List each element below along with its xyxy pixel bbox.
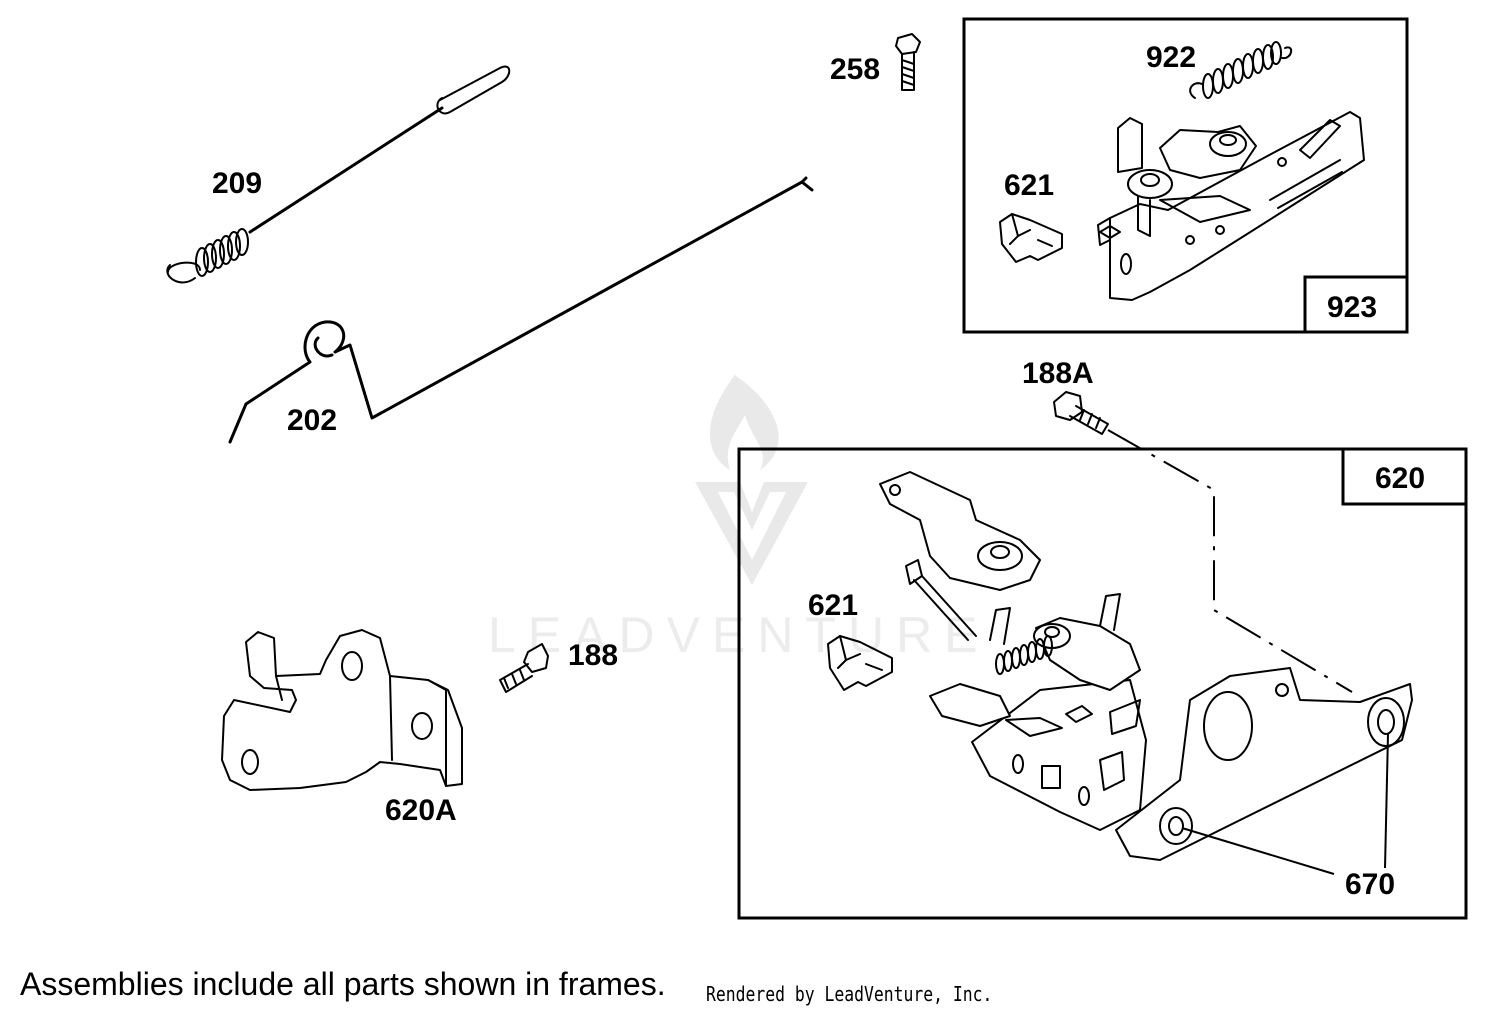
callout-209: 209	[212, 167, 262, 200]
part-620A-bracket	[221, 629, 463, 791]
callout-922: 922	[1146, 41, 1196, 74]
watermark-v-icon	[695, 482, 808, 585]
leader-670-upper	[1384, 733, 1389, 869]
watermark-flame-icon	[710, 375, 779, 470]
callout-670: 670	[1345, 868, 1395, 901]
part-188A-bolt	[1053, 391, 1109, 435]
part-620-control-plate	[879, 471, 1413, 861]
leadventure-watermark: LEADVENTURE	[488, 375, 990, 663]
assembly-frame-620	[737, 447, 1468, 920]
callout-188: 188	[568, 639, 618, 672]
callout-258: 258	[830, 53, 880, 86]
part-621-clip-bottom	[827, 635, 893, 691]
part-258-screw	[895, 33, 921, 91]
part-923-control-bracket	[1097, 111, 1365, 301]
assemblies-footnote: Assemblies include all parts shown in fr…	[20, 966, 666, 1002]
render-credit: Rendered by LeadVenture, Inc.	[706, 982, 993, 1006]
part-202-governor-rod	[228, 176, 814, 444]
callout-923: 923	[1327, 291, 1377, 324]
assembly-frame-923	[962, 17, 1409, 334]
part-188-screw	[499, 643, 549, 693]
part-209-spring-link	[166, 65, 511, 284]
part-922-spring	[1189, 41, 1293, 99]
assembly-centerline	[1107, 429, 1353, 693]
callout-621-bottom: 621	[808, 589, 858, 622]
part-621-clip-top	[999, 213, 1063, 263]
leader-670-lower	[1181, 827, 1335, 875]
callout-620A: 620A	[385, 794, 457, 827]
callout-621-top: 621	[1004, 169, 1054, 202]
callout-620: 620	[1375, 462, 1425, 495]
watermark-text: LEADVENTURE	[488, 607, 990, 663]
callout-202: 202	[287, 404, 337, 437]
part-620-spring	[995, 635, 1053, 675]
callout-188A: 188A	[1022, 357, 1094, 390]
